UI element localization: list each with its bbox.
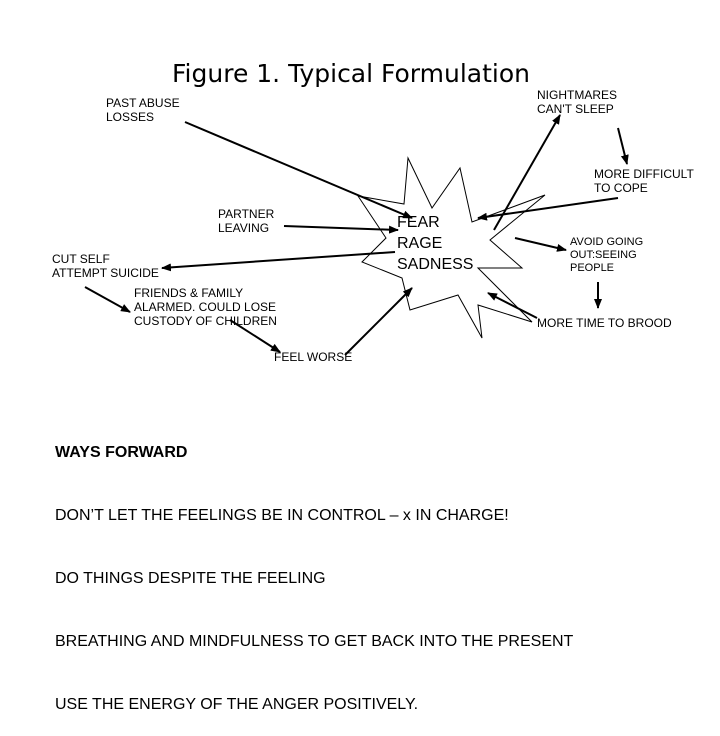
node-partner-leaving: PARTNER LEAVING <box>218 207 275 235</box>
arrow-more-time-to-center <box>487 292 538 319</box>
starburst-shape <box>356 156 546 339</box>
arrow-cut-self-to-friends <box>84 286 131 313</box>
arrow-nightmares-to-more-difficult <box>617 127 629 165</box>
ways-forward-line: DO THINGS DESPITE THE FEELING <box>55 570 326 587</box>
arrow-center-to-cut-self <box>161 251 396 272</box>
arrow-friends-to-feel-worse <box>229 319 281 353</box>
figure-title: Figure 1. Typical Formulation <box>172 59 530 88</box>
node-cut-self: CUT SELF ATTEMPT SUICIDE <box>52 252 159 280</box>
arrow-past-abuse-to-center <box>184 121 413 219</box>
ways-forward-line: USE THE ENERGY OF THE ANGER POSITIVELY. <box>55 696 419 713</box>
node-avoid-going-out: AVOID GOING OUT:SEEING PEOPLE <box>570 236 644 274</box>
ways-forward-line: BREATHING AND MINDFULNESS TO GET BACK IN… <box>55 633 574 650</box>
arrow-more-difficult-to-center <box>477 197 619 221</box>
ways-forward-block: WAYS FORWARD DON’T LET THE FEELINGS BE I… <box>55 400 573 736</box>
node-friends-family: FRIENDS & FAMILY ALARMED. COULD LOSE CUS… <box>134 286 277 328</box>
ways-forward-heading: WAYS FORWARD <box>55 444 188 461</box>
arrow-center-to-avoid <box>514 237 567 252</box>
arrow-partner-to-center <box>283 225 399 234</box>
node-more-time: MORE TIME TO BROOD <box>537 316 672 330</box>
formulation-diagram <box>84 114 629 356</box>
node-more-difficult: MORE DIFFICULT TO COPE <box>594 167 694 195</box>
node-feel-worse: FEEL WORSE <box>274 350 353 364</box>
arrow-center-to-nightmares <box>493 114 561 231</box>
ways-forward-line: DON’T LET THE FEELINGS BE IN CONTROL – x… <box>55 507 509 524</box>
node-center-emotions: FEAR RAGE SADNESS <box>397 214 474 273</box>
node-past-abuse: PAST ABUSE LOSSES <box>106 96 180 124</box>
node-nightmares: NIGHTMARES CAN'T SLEEP <box>537 88 618 116</box>
arrow-feel-worse-to-center <box>344 287 413 356</box>
